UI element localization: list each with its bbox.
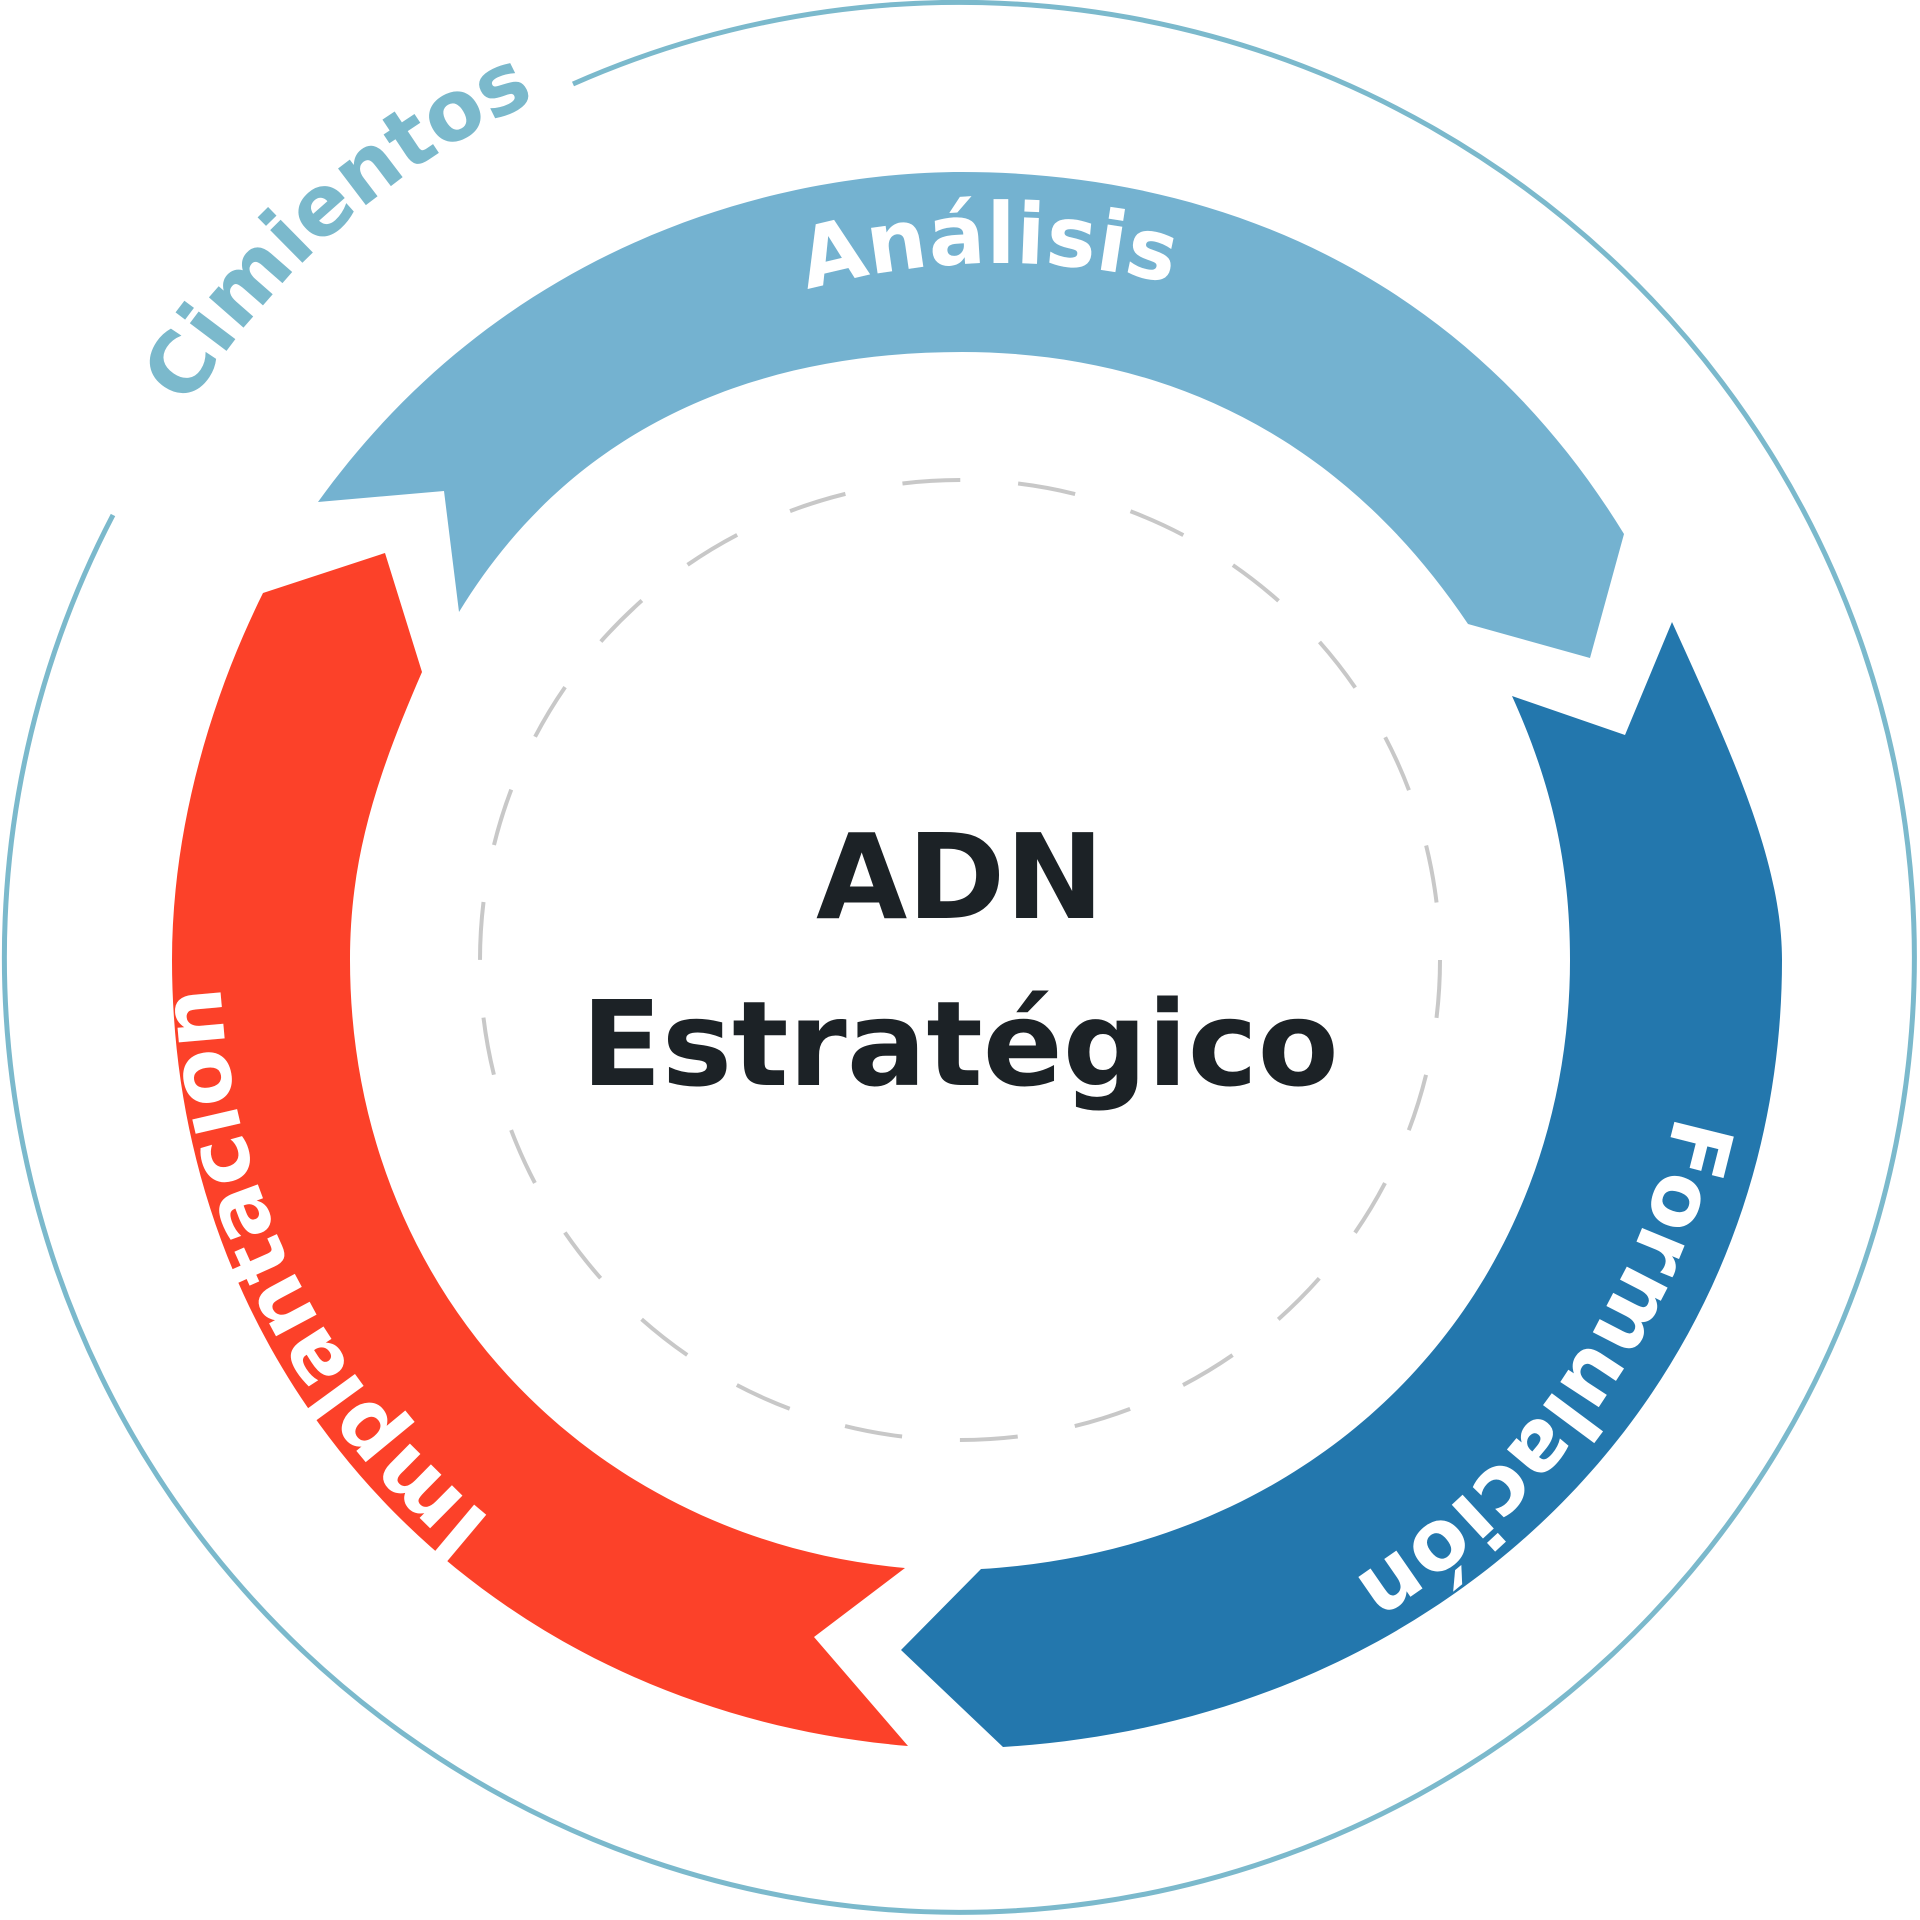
analysis-arrow bbox=[318, 172, 1624, 658]
implementation-arrow bbox=[172, 553, 908, 1746]
center-title-line2: Estratégico bbox=[581, 975, 1338, 1113]
center-title-line1: ADN bbox=[816, 808, 1104, 946]
formulation-arrow bbox=[901, 622, 1782, 1747]
dashed-circle bbox=[478, 478, 1442, 1442]
